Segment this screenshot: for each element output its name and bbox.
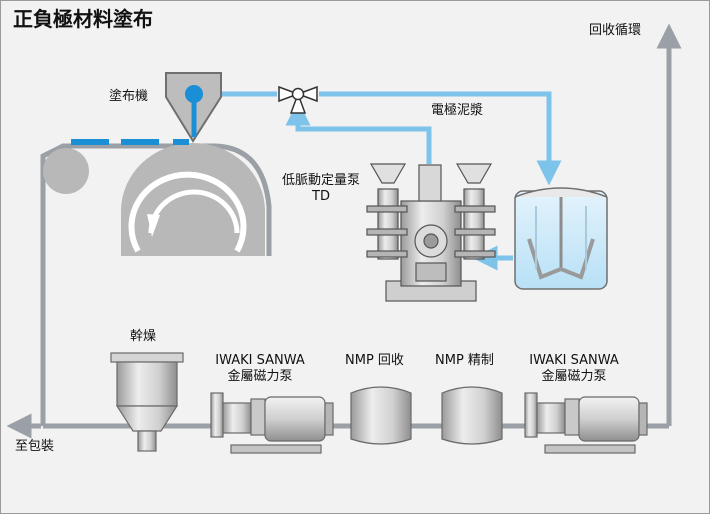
recycle-label: 回收循環: [589, 23, 642, 38]
packaging-label: 至包裝: [15, 439, 55, 454]
metering-pump-label-line1: 低脈動定量泵: [281, 173, 360, 188]
coater-label: 塗布機: [109, 89, 149, 104]
diagram-title: 正負極材料塗布: [13, 7, 153, 31]
coater-roll: [121, 143, 265, 256]
slurry-label: 電極泥漿: [431, 103, 484, 118]
nmp-refine-tank: [441, 386, 503, 445]
metering-pump-label-line2: TD: [312, 189, 330, 204]
magnetic-pump-right-label-line2: 金屬磁力泵: [541, 369, 607, 384]
coating-head: [165, 72, 222, 143]
magnetic-pump-left-label-line1: IWAKI SANWA: [215, 353, 305, 368]
magnetic-pump-right-label-line1: IWAKI SANWA: [529, 353, 619, 368]
magnetic-pump-right-label: IWAKI SANWA 金屬磁力泵: [519, 353, 629, 385]
nmp-refine-label: NMP 精制: [435, 353, 494, 368]
magnetic-pump-left: [210, 392, 334, 454]
magnetic-pump-right: [524, 392, 648, 454]
slurry-tank: [514, 187, 608, 290]
backup-roll: [43, 148, 89, 194]
nmp-recovery-tank: [350, 386, 412, 445]
dryer: [110, 352, 184, 452]
magnetic-pump-left-label-line2: 金屬磁力泵: [227, 369, 293, 384]
magnetic-pump-left-label: IWAKI SANWA 金屬磁力泵: [205, 353, 315, 385]
metering-pump-label: 低脈動定量泵 TD: [273, 173, 369, 205]
nmp-recovery-label: NMP 回收: [345, 353, 404, 368]
dryer-label: 幹燥: [130, 329, 157, 344]
three-way-valve: [278, 85, 318, 114]
slurry-line: [219, 91, 562, 271]
metering-pump-td: [366, 163, 496, 302]
